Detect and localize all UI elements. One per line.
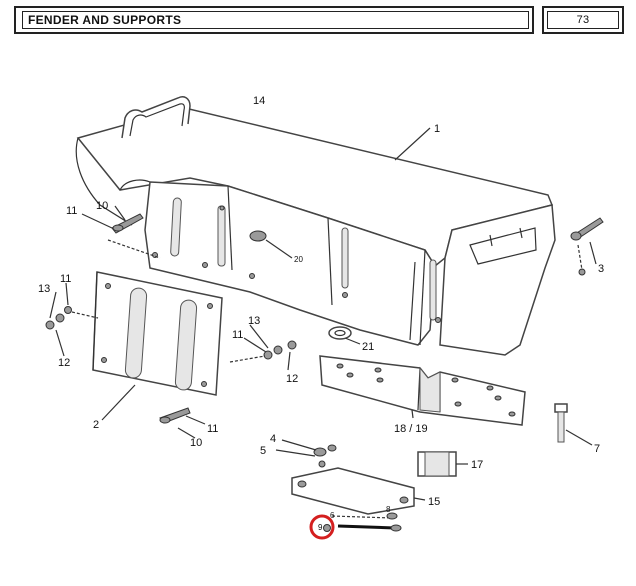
callout-11-left: 11 (60, 273, 71, 285)
callout-13-left: 13 (38, 283, 50, 295)
header-page-inner-border (547, 11, 619, 29)
callout-14: 14 (253, 95, 265, 107)
support-bracket-part-18-19 (319, 355, 526, 426)
gasket-part-21 (328, 326, 352, 340)
callout-12-mid: 12 (286, 373, 298, 385)
rod-assembly-part-9 (323, 512, 402, 532)
hardware-bolt-4-5 (313, 444, 337, 468)
bracket-plate-part-2 (92, 271, 223, 396)
callout-2: 2 (93, 419, 99, 431)
callout-6: 6 (330, 511, 335, 520)
header-page-box: 73 (542, 6, 624, 34)
callout-3: 3 (598, 263, 604, 275)
section-title: FENDER AND SUPPORTS (28, 13, 182, 27)
callout-18-19: 18 / 19 (394, 423, 428, 435)
strap-plate-part-15 (291, 467, 415, 515)
highlight-circle-part-9 (309, 514, 335, 540)
header-title-inner-border (22, 11, 529, 29)
callout-4: 4 (270, 433, 276, 445)
hardware-right-bolt (570, 217, 604, 276)
callout-21: 21 (362, 341, 374, 353)
callout-9: 9 (318, 523, 323, 532)
callout-8: 8 (386, 505, 391, 514)
header-title-box: FENDER AND SUPPORTS (14, 6, 534, 34)
spacer-part-17 (417, 451, 457, 477)
callout-17: 17 (471, 459, 483, 471)
callout-10-top: 10 (96, 200, 108, 212)
callout-labels: 14 1 10 11 11 13 12 2 3 13 11 12 21 18 /… (38, 95, 604, 532)
callout-13-mid: 13 (248, 315, 260, 327)
callout-10-bottom: 10 (190, 437, 202, 449)
callout-label-20: 20 (294, 255, 303, 264)
callout-5: 5 (260, 445, 266, 457)
callout-12-left: 12 (58, 357, 70, 369)
leader-lines (49, 127, 597, 501)
callout-7: 7 (594, 443, 600, 455)
callout-11-mid: 11 (232, 329, 243, 341)
callout-15: 15 (428, 496, 440, 508)
hardware-middle-group (229, 340, 297, 363)
page-number: 73 (576, 14, 590, 26)
callout-1: 1 (434, 123, 440, 135)
callout-11-top: 11 (66, 205, 77, 217)
bolt-part-7 (554, 403, 568, 443)
hardware-left-group (45, 213, 191, 424)
callout-11-bottom: 11 (207, 423, 218, 435)
grab-handle-part-14 (121, 96, 191, 139)
fender-part-1: 20 (75, 107, 556, 356)
